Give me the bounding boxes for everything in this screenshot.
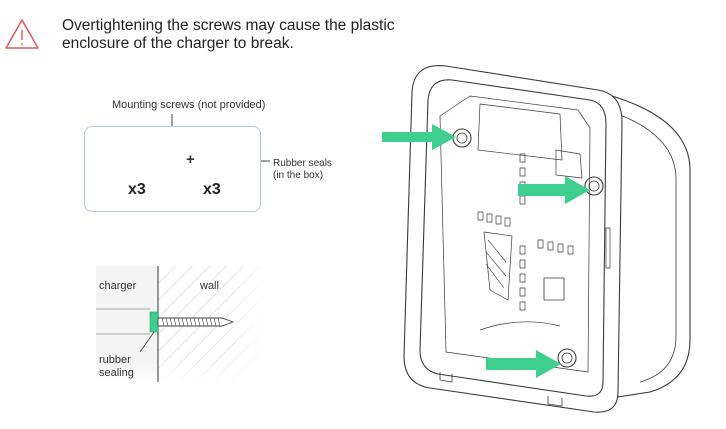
- screw-kit-box: [84, 126, 261, 212]
- arrow-icon: [382, 124, 456, 150]
- rubber-seals-label-line1: Rubber seals: [273, 158, 332, 169]
- rubber-sealing-label-line1: rubber: [99, 354, 131, 366]
- warning-triangle-icon: [5, 19, 39, 49]
- wall-label: wall: [200, 280, 219, 292]
- charger-label: charger: [99, 280, 137, 292]
- seal-quantity: x3: [203, 181, 221, 198]
- arrow-icon: [486, 350, 561, 378]
- rubber-seals-label-line2: (in the box): [273, 170, 324, 181]
- screw-quantity: x3: [128, 181, 146, 198]
- warning-text: Overtightening the screws may cause the …: [62, 17, 395, 52]
- arrow-icon: [518, 176, 590, 204]
- rubber-sealing-label-line2: sealing: [99, 367, 134, 379]
- wall-cross-section: [96, 266, 270, 384]
- rubber-sealing-marker: [149, 311, 159, 333]
- rubber-sealing-label: rubber sealing: [99, 354, 134, 380]
- screw-kit-label: Mounting screws (not provided): [112, 99, 266, 111]
- charger-back-illustration: [403, 64, 691, 413]
- rubber-seals-label: Rubber seals (in the box): [273, 158, 332, 182]
- plus-sign: +: [186, 151, 195, 168]
